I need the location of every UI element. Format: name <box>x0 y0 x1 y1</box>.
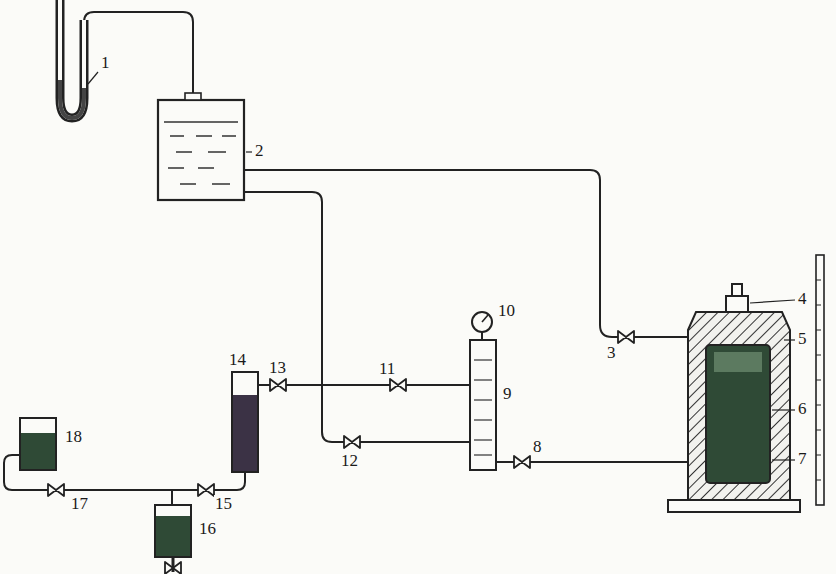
cylinder-body <box>470 340 496 470</box>
liquid-line <box>180 183 196 185</box>
reservoir-top <box>21 419 55 433</box>
mark <box>474 419 492 420</box>
supply-pipe <box>244 170 688 337</box>
cap-knob <box>732 284 742 296</box>
valve-11 <box>390 379 406 391</box>
valve-13 <box>270 379 286 391</box>
pump-body <box>155 505 191 557</box>
manometer-liquid <box>60 80 84 118</box>
tick <box>816 480 821 481</box>
tick <box>816 455 821 456</box>
base-plate <box>668 500 800 512</box>
pressure-tank <box>158 93 244 200</box>
reservoir-18 <box>20 418 56 470</box>
mark <box>474 439 492 440</box>
link-pipe <box>258 384 470 386</box>
liquid-line <box>164 121 238 123</box>
cylinder-body <box>232 372 258 472</box>
tick <box>816 355 821 356</box>
valves <box>48 331 634 496</box>
tick <box>816 430 821 431</box>
tick <box>816 280 821 281</box>
callout-number: 18 <box>64 428 83 446</box>
liquid-line <box>168 167 184 169</box>
leader-line <box>88 72 98 84</box>
liquid-line <box>176 151 192 153</box>
mark <box>474 379 492 380</box>
mark <box>474 454 492 455</box>
pressure-gauge <box>472 312 492 332</box>
callout-number: 17 <box>70 495 89 513</box>
scale-ticks <box>816 280 821 480</box>
measuring-cylinder <box>470 312 496 470</box>
mark <box>474 359 492 360</box>
callout-number: 5 <box>797 330 808 348</box>
valve-8 <box>514 456 530 468</box>
gauge-stem <box>481 332 483 340</box>
callout-number: 16 <box>198 520 217 538</box>
reservoir-body <box>20 418 56 470</box>
callout-number: 15 <box>214 495 233 513</box>
liquid-level <box>164 122 238 184</box>
tick <box>816 380 821 381</box>
tick <box>816 330 821 331</box>
cell-housing <box>688 312 790 500</box>
liquid-line <box>212 183 230 185</box>
valve-15 <box>198 484 214 496</box>
callout-number: 12 <box>340 452 359 470</box>
sample-chamber <box>706 345 770 483</box>
cylinder-marks <box>474 360 492 455</box>
callout-number: 3 <box>606 344 617 362</box>
tick <box>816 305 821 306</box>
liquid-line <box>222 135 236 137</box>
callout-number: 6 <box>797 400 808 418</box>
leader-line <box>772 459 795 460</box>
gauge-needle <box>482 315 488 322</box>
valve-3 <box>618 331 634 343</box>
feed-pipe <box>244 192 470 442</box>
callout-number: 14 <box>228 351 247 369</box>
callout-number: 10 <box>497 302 516 320</box>
pipelines <box>4 12 688 505</box>
tube-bore <box>60 0 84 118</box>
leader-line <box>750 300 795 303</box>
cylinder-14 <box>232 372 258 472</box>
tube-wall <box>60 0 84 118</box>
callout-number: 7 <box>797 450 808 468</box>
leader-lines <box>88 72 795 460</box>
tank-neck <box>185 93 201 100</box>
valve-12 <box>344 436 360 448</box>
cap <box>726 296 748 312</box>
u-tube-manometer <box>60 0 84 118</box>
leader-line <box>772 409 795 410</box>
mark <box>474 399 492 400</box>
callout-number: 8 <box>532 438 543 456</box>
leader-line <box>784 339 795 340</box>
pump-top <box>156 506 190 516</box>
callout-number: 9 <box>502 385 513 403</box>
test-cell <box>668 255 824 512</box>
bottom-valve <box>165 562 181 574</box>
callout-number: 11 <box>378 360 396 378</box>
pump-16 <box>155 505 191 574</box>
callout-number: 1 <box>100 54 111 72</box>
tick <box>816 405 821 406</box>
liquid-line <box>170 135 184 137</box>
callout-number: 4 <box>797 290 808 308</box>
liquid-line <box>208 151 226 153</box>
valve-17 <box>48 484 64 496</box>
tank-body <box>158 100 244 200</box>
leader-line <box>246 151 252 152</box>
liquid-line <box>196 135 212 137</box>
callout-number: 13 <box>268 359 287 377</box>
callout-number: 2 <box>254 142 265 160</box>
cylinder-top <box>233 373 257 395</box>
scale-bar <box>816 255 824 505</box>
liquid-line <box>198 167 214 169</box>
sample-top <box>714 352 762 372</box>
